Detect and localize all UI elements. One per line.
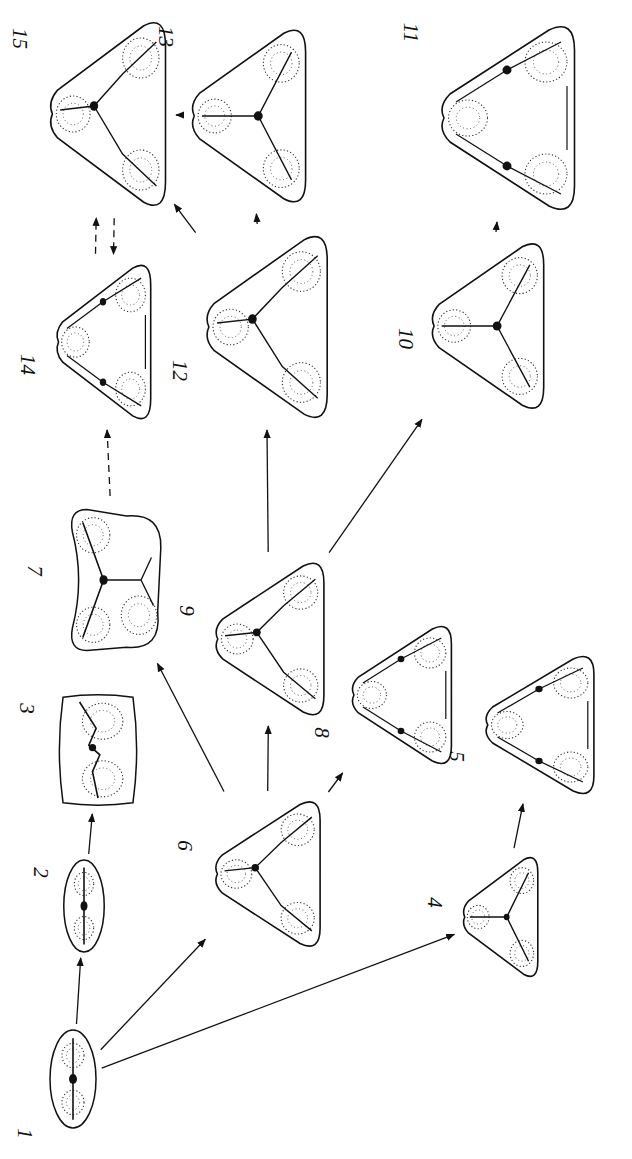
figure-number: 6 <box>174 839 195 852</box>
pollen-grain: 15 <box>42 14 172 214</box>
grain-outline <box>50 258 156 426</box>
evolution-arrow <box>328 773 342 792</box>
evolution-arrow <box>101 939 206 1049</box>
evolution-arrow <box>267 430 268 552</box>
evolution-arrow <box>329 419 422 552</box>
pollen-grain: 10 <box>424 236 550 416</box>
figure-number: 11 <box>400 22 421 43</box>
grain-outline <box>62 858 106 954</box>
grain-outline <box>345 620 457 770</box>
grain-outline <box>62 500 166 660</box>
dashed-arrow <box>107 430 110 496</box>
grain-outline <box>424 236 550 416</box>
figure-number: 15 <box>9 27 30 50</box>
dashed-arrow <box>176 114 180 115</box>
pollen-grain: 11 <box>432 18 582 218</box>
figure-number: 7 <box>24 564 45 577</box>
pollen-grain: 14 <box>50 258 156 426</box>
pollen-grain: 6 <box>208 795 326 953</box>
grain-outline <box>458 852 542 982</box>
grain-outline <box>48 1028 98 1130</box>
pollen-grain: 9 <box>208 556 330 722</box>
pollen-grain: 4 <box>458 852 542 982</box>
grain-outline <box>184 22 312 210</box>
figure-number: 1 <box>14 1127 35 1140</box>
evolution-arrow <box>89 814 93 854</box>
grain-outline <box>198 228 334 426</box>
dashed-arrow <box>113 218 115 254</box>
figure-number: 3 <box>16 702 37 715</box>
pollen-grain: 13 <box>184 22 312 210</box>
figure-number: 9 <box>176 604 197 617</box>
pollen-grain: 1 <box>48 1028 98 1130</box>
evolution-arrow <box>77 958 81 1024</box>
figure-number: 10 <box>395 327 416 350</box>
figure-number: 4 <box>424 896 445 909</box>
figure-number: 8 <box>311 726 332 739</box>
pollen-grain: 3 <box>52 690 144 810</box>
evolution-arrow <box>514 804 523 848</box>
pollen-grain: 5 <box>478 650 600 800</box>
grain-outline <box>42 14 172 214</box>
figure-number: 2 <box>30 866 51 879</box>
pollen-grain: 12 <box>198 228 334 426</box>
evolution-arrow <box>267 726 269 791</box>
figure-number: 14 <box>17 353 38 376</box>
evolution-arrow <box>256 214 258 224</box>
evolution-arrow <box>174 204 195 232</box>
evolution-arrow <box>102 934 455 1068</box>
evolution-arrow <box>158 664 225 792</box>
figure-number: 5 <box>446 750 467 763</box>
grain-outline <box>52 690 144 810</box>
pollen-grain: 7 <box>62 500 166 660</box>
grain-outline <box>208 556 330 722</box>
pollen-grain: 2 <box>62 858 106 954</box>
grain-outline <box>208 795 326 953</box>
figure-number: 12 <box>169 359 190 382</box>
pollen-grain: 8 <box>345 620 457 770</box>
grain-outline <box>478 650 600 800</box>
dashed-arrow <box>95 218 97 254</box>
grain-outline <box>432 18 582 218</box>
evolution-arrow <box>496 222 497 232</box>
